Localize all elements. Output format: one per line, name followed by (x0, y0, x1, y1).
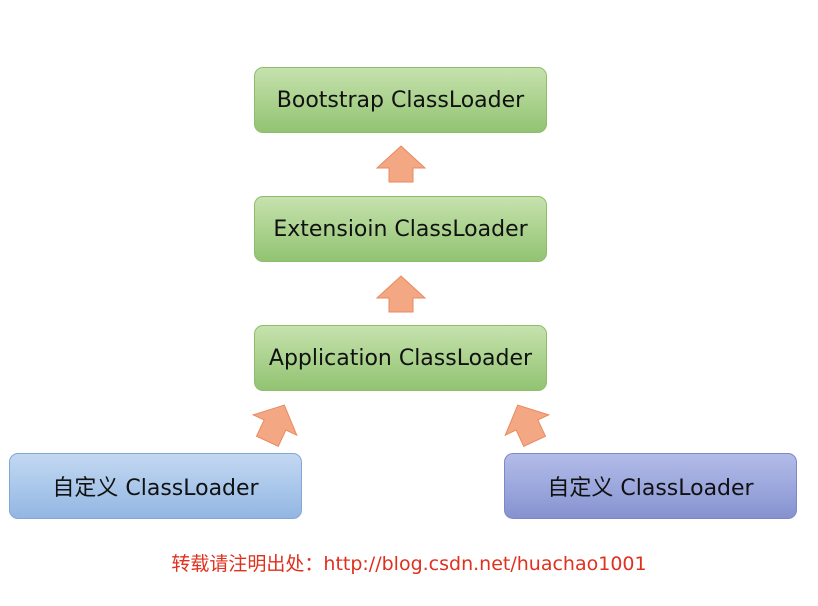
extension-classloader-node: Extensioin ClassLoader (254, 196, 547, 262)
application-classloader-label: Application ClassLoader (268, 345, 533, 371)
arrow-custom-right-to-application (504, 404, 551, 448)
bootstrap-classloader-node: Bootstrap ClassLoader (254, 67, 547, 133)
arrow-extension-to-bootstrap (375, 145, 427, 183)
arrow-custom-left-to-application (251, 404, 298, 448)
extension-classloader-label: Extensioin ClassLoader (273, 216, 528, 242)
bootstrap-classloader-label: Bootstrap ClassLoader (276, 87, 525, 113)
arrow-application-to-extension (375, 275, 427, 313)
custom-classloader-right-node: 自定义 ClassLoader (504, 453, 797, 519)
custom-classloader-left-node: 自定义 ClassLoader (9, 453, 302, 519)
custom-classloader-left-label: 自定义 ClassLoader (52, 476, 259, 501)
footer-attribution: 转载请注明出处：http://blog.csdn.net/huachao1001 (171, 553, 647, 575)
custom-classloader-right-label: 自定义 ClassLoader (547, 476, 754, 501)
application-classloader-node: Application ClassLoader (254, 325, 547, 391)
